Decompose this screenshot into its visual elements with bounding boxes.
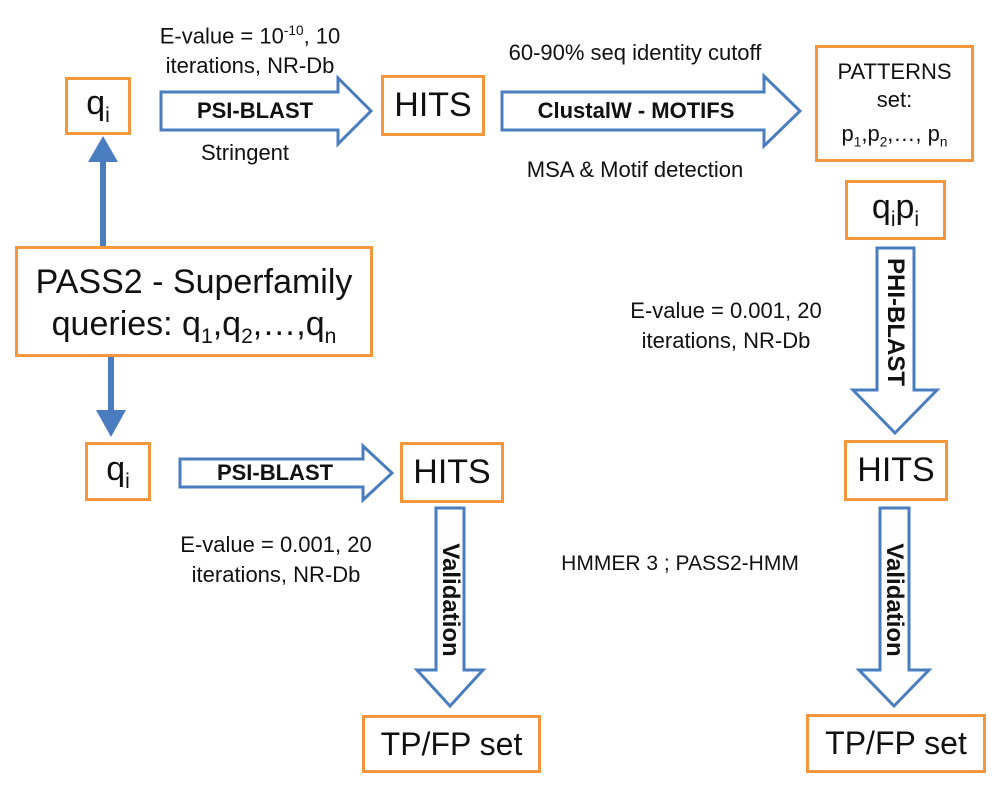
validation-right-label: Validation xyxy=(881,543,908,657)
validation-left-label: Validation xyxy=(437,543,464,657)
patterns-box: PATTERNS set: p1,p2,…, pn xyxy=(815,45,974,162)
tpfp-right-box: TP/FP set xyxy=(806,714,986,773)
arrowhead-down xyxy=(96,410,126,437)
qi-top-box: qi xyxy=(65,77,131,135)
qipi-label: qipi xyxy=(871,188,920,231)
hits-top-box: HITS xyxy=(381,75,485,136)
patterns-line2: set: xyxy=(876,87,913,112)
tpfp-bottom-label: TP/FP set xyxy=(380,725,523,762)
arrowhead-up xyxy=(88,136,118,162)
clustalw-label: ClustalW - MOTIFS xyxy=(537,98,735,123)
hits-bottom-box: HITS xyxy=(400,442,504,503)
psiblast-top-label: PSI-BLAST xyxy=(196,98,314,123)
patterns-list: p1,p2,…, pn xyxy=(841,121,948,150)
msa-label: MSA & Motif detection xyxy=(526,157,744,182)
pass2-queries: queries: q1,q2,…,qn xyxy=(51,305,337,348)
clustalw-arrow xyxy=(500,72,803,150)
hmmer-label: HMMER 3 ; PASS2-HMM xyxy=(561,552,799,575)
phiblast-label: PHI-BLAST xyxy=(882,258,909,386)
patterns-line1: PATTERNS xyxy=(837,59,952,84)
validation-right-arrow xyxy=(855,506,933,709)
psiblast-bottom-label: PSI-BLAST xyxy=(216,460,334,485)
hits-right-label: HITS xyxy=(857,451,935,489)
pass2-line1: PASS2 - Superfamily xyxy=(35,263,353,301)
tpfp-right-label: TP/FP set xyxy=(825,725,967,761)
psiblast-bottom-arrow xyxy=(178,442,395,504)
qipi-box: qipi xyxy=(845,180,946,240)
hits-top-label: HITS xyxy=(394,86,472,124)
pass2-box: PASS2 - Superfamily queries: q1,q2,…,qn xyxy=(15,246,373,357)
phiblast-arrow xyxy=(849,246,941,436)
qi-bottom-label: qi xyxy=(106,449,130,493)
evalue-top-label: E-value = 10-10, 10 iterations, NR-Db xyxy=(159,23,341,79)
hits-bottom-label: HITS xyxy=(413,453,491,491)
validation-left-arrow xyxy=(413,506,487,709)
qi-bottom-box: qi xyxy=(85,442,151,501)
evalue-phi-label: E-value = 0.001, 20 iterations, NR-Db xyxy=(630,298,822,353)
stringent-label: Stringent xyxy=(200,140,290,165)
tpfp-bottom-box: TP/FP set xyxy=(362,715,541,773)
hits-right-box: HITS xyxy=(844,440,948,501)
qi-top-label: qi xyxy=(86,84,110,127)
seq-identity-label: 60-90% seq identity cutoff xyxy=(508,40,762,65)
psiblast-top-arrow xyxy=(159,74,374,148)
evalue-bottom-label: E-value = 0.001, 20 iterations, NR-Db xyxy=(180,532,372,587)
